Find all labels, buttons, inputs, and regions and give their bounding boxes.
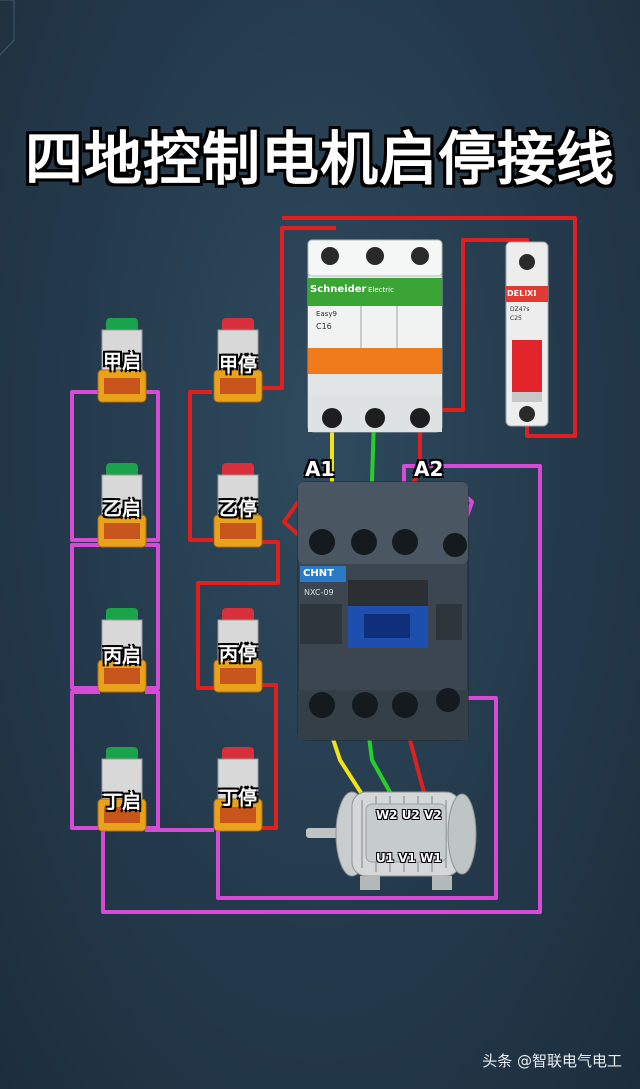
breaker-brand: Schneider bbox=[310, 284, 367, 295]
contactor-t3-terminal bbox=[392, 692, 418, 718]
circuit-breaker bbox=[307, 239, 443, 433]
wire-stop-bus-to-aux bbox=[216, 696, 498, 900]
motor-top-terminals: W2 U2 V2 bbox=[376, 808, 442, 822]
small-breaker-top-terminal bbox=[519, 254, 535, 270]
small-breaker-model: DZ47s bbox=[510, 306, 530, 313]
breaker-bottom-terminal-2 bbox=[365, 408, 385, 428]
breaker-brand-strip bbox=[308, 278, 442, 306]
stop-a-button[interactable] bbox=[213, 318, 263, 403]
motor-bottom-terminals: U1 V1 W1 bbox=[376, 851, 442, 865]
small-breaker bbox=[505, 241, 549, 427]
wire-stop-c-to-stop-d bbox=[262, 683, 278, 830]
start-b-label: 乙启 bbox=[102, 498, 141, 520]
stop-d-label: 丁停 bbox=[218, 787, 257, 809]
small-breaker-toggle bbox=[512, 340, 542, 392]
breaker-brand-sub: Electric bbox=[368, 286, 394, 294]
stop-c-button[interactable] bbox=[213, 608, 263, 693]
coil-a1-label: A1 bbox=[305, 457, 335, 481]
wire-stop-a-to-stop-b bbox=[188, 390, 213, 542]
breaker-top-terminal-3 bbox=[411, 247, 429, 265]
wire-start-a-to-start-b-left bbox=[70, 390, 100, 542]
wire-small-breaker-outer bbox=[282, 216, 577, 438]
contactor-l2-terminal bbox=[351, 529, 377, 555]
wire-breaker-to-stop-a bbox=[262, 226, 336, 390]
contactor-model: NXC-09 bbox=[304, 588, 334, 597]
start-d-button[interactable] bbox=[97, 747, 147, 832]
motor bbox=[306, 791, 477, 890]
contactor-t1-terminal bbox=[309, 692, 335, 718]
wire-start-b-to-start-c-right bbox=[145, 543, 160, 690]
breaker-toggle-bar bbox=[308, 348, 442, 374]
stop-a-label: 甲停 bbox=[218, 354, 257, 376]
breaker-top-terminal-1 bbox=[321, 247, 339, 265]
stop-b-label: 乙停 bbox=[218, 498, 257, 520]
start-c-button[interactable] bbox=[97, 608, 147, 693]
contactor-aux-terminal-bottom bbox=[436, 688, 460, 712]
contactor bbox=[297, 481, 469, 741]
breaker-top-terminal-2 bbox=[366, 247, 384, 265]
breaker-bottom-terminal-1 bbox=[322, 408, 342, 428]
coil-a2-label: A2 bbox=[414, 457, 444, 481]
wire-start-b-to-start-c-left bbox=[70, 543, 100, 690]
contactor-brand-badge bbox=[300, 566, 346, 582]
small-breaker-brand-strip bbox=[506, 286, 548, 302]
start-c-label: 丙启 bbox=[102, 645, 141, 667]
start-a-label: 甲启 bbox=[102, 351, 141, 373]
contactor-l1-terminal bbox=[309, 529, 335, 555]
watermark: 头条 @智联电气电工 bbox=[482, 1052, 622, 1070]
stop-c-label: 丙停 bbox=[218, 643, 257, 665]
breaker-bottom-terminal-3 bbox=[410, 408, 430, 428]
page-title: 四地控制电机启停接线 bbox=[24, 125, 615, 193]
corner-decoration bbox=[0, 0, 15, 56]
wire-stop-b-to-stop-c bbox=[196, 540, 280, 690]
breaker-model: Easy9 bbox=[316, 310, 337, 318]
contactor-t2-terminal bbox=[352, 692, 378, 718]
small-breaker-rating: C25 bbox=[510, 315, 522, 322]
contactor-brand: CHNT bbox=[303, 568, 334, 579]
small-breaker-bottom-terminal bbox=[519, 406, 535, 422]
start-d-label: 丁启 bbox=[102, 791, 141, 813]
motor-terminal-box bbox=[365, 803, 447, 863]
red-wires bbox=[188, 216, 577, 830]
push-buttons bbox=[97, 318, 263, 832]
wire-start-bus-to-a2 bbox=[101, 464, 542, 914]
start-b-button[interactable] bbox=[97, 463, 147, 548]
start-a-button[interactable] bbox=[97, 318, 147, 403]
contactor-aux-terminal-top bbox=[443, 533, 467, 557]
wire-start-a-to-start-b-right bbox=[145, 390, 160, 542]
wire-start-c-to-start-d-left bbox=[70, 690, 100, 830]
breaker-rating: C16 bbox=[316, 322, 332, 331]
contactor-l3-terminal bbox=[392, 529, 418, 555]
stop-b-button[interactable] bbox=[213, 463, 263, 548]
stop-d-button[interactable] bbox=[213, 747, 263, 832]
small-breaker-brand: DELIXI bbox=[507, 289, 537, 298]
